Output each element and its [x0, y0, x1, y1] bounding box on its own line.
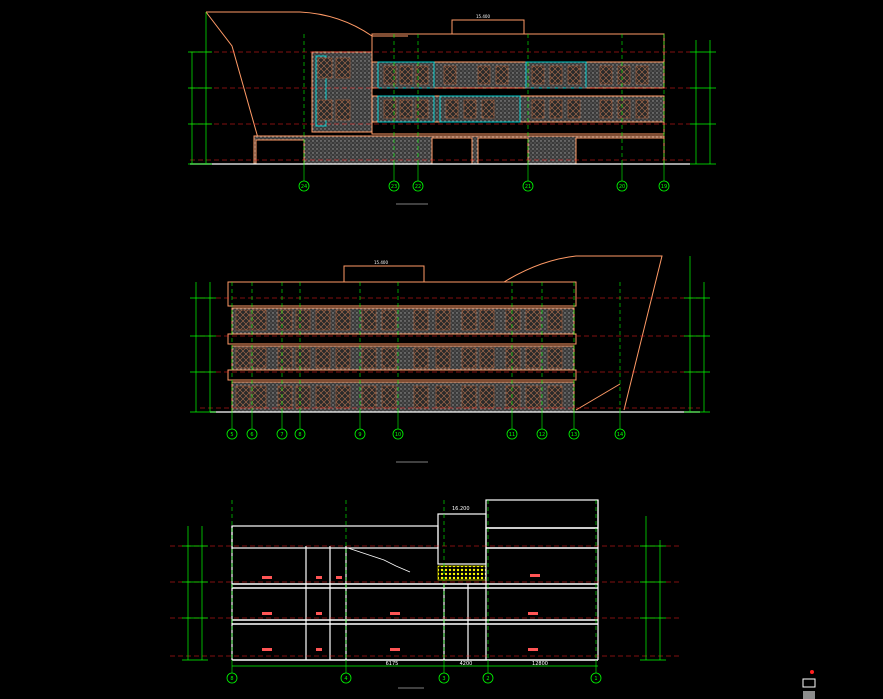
elevation-1-level-lines: [190, 51, 690, 161]
section-axis-label: 8: [230, 676, 233, 682]
section-axis-lines: [231, 500, 597, 660]
section-dim-2: 4200: [460, 661, 473, 667]
elevation-2-dimension-chains: [190, 256, 710, 413]
section-axis-label: 3: [442, 676, 445, 682]
elevation-2-slab-edges: [227, 333, 577, 381]
section-dim-1: 6175: [386, 661, 399, 667]
elevation-1-dimension-chains: [188, 12, 716, 165]
elevation-1-parapet: [451, 19, 525, 35]
section-axis-bubble-3: 3: [438, 660, 450, 684]
elevation-2-axis-bubble-13: 13: [568, 412, 580, 440]
elevation-2-axis-label: 7: [280, 432, 283, 438]
section-tower: [485, 499, 599, 529]
elevation-2-axis-label: 11: [509, 432, 515, 438]
elevation-2-axis-label: 8: [298, 432, 301, 438]
elevation-1-axis-bubble-21: 21: [522, 164, 534, 192]
elevation-2-axis-bubble-9: 9: [354, 412, 366, 440]
elevation-1-glazing-d: [525, 61, 587, 89]
section-drawing: 16.200 6175 4200 12800: [170, 499, 680, 689]
section-top-level: 16.200: [452, 506, 470, 512]
elevation-1-roof-level: 15.400: [476, 14, 490, 19]
elevation-2-axis-label: 14: [617, 432, 623, 438]
elevation-1-axis-bubble-24: 24: [298, 164, 310, 192]
elevation-2-axis-bubble-7: 7: [276, 412, 288, 440]
elevation-2-canopy: [575, 383, 621, 411]
elevation-1-axis-label: 19: [661, 184, 667, 190]
section-axis-bubble-1: 1: [590, 660, 602, 684]
elevation-1-glazing-e: [315, 55, 327, 127]
elevation-2: 15.400: [190, 255, 710, 463]
elevation-2-axis-bubble-10: 10: [392, 412, 404, 440]
section-axis-label: 2: [486, 676, 489, 682]
elevation-2-axis-bubble-14: 14: [614, 412, 626, 440]
elevation-2-roof-sweep: [503, 255, 663, 411]
section-level-lines: [170, 545, 680, 657]
section-axis-label: 1: [594, 676, 597, 682]
elevation-2-parapet: [343, 265, 425, 283]
elevation-2-axis-label: 12: [539, 432, 545, 438]
elevation-1-axis-bubble-22: 22: [412, 164, 424, 192]
elevation-2-level-lines: [200, 297, 700, 409]
section-stair-core: [437, 513, 487, 565]
elevation-1-axis-lines: [303, 34, 665, 164]
elevation-1-main-body: [371, 33, 665, 63]
elevation-1: 15.400: [188, 11, 716, 205]
elevation-2-axis-label: 5: [230, 432, 233, 438]
section-axis-bubble-4: 4: [340, 660, 352, 684]
elevation-1-axis-bubble-19: 19: [658, 164, 670, 192]
section-dimension-chains: [182, 516, 666, 667]
elevation-1-axis-label: 23: [391, 184, 397, 190]
section-axis-bubble-8: 8: [226, 660, 238, 684]
elevation-2-axis-bubble-8: 8: [294, 412, 306, 440]
elevation-1-axis-bubble-20: 20: [616, 164, 628, 192]
section-dim-3: 12800: [532, 661, 548, 667]
elevation-2-axis-label: 9: [358, 432, 361, 438]
elevation-1-axis-label: 21: [525, 184, 531, 190]
elevation-2-axis-bubble-12: 12: [536, 412, 548, 440]
elevation-1-axis-label: 20: [619, 184, 625, 190]
section-grille: [437, 565, 487, 581]
legend-marker-icon: [810, 670, 814, 674]
elevation-1-glazing-b: [377, 95, 435, 123]
elevation-2-top-band: [227, 281, 577, 307]
section-stair-flight: [347, 547, 411, 573]
elevation-1-axis-label: 22: [415, 184, 421, 190]
elevation-1-windows: [317, 57, 649, 121]
elevation-1-canopy-wall: [205, 11, 259, 139]
legend: [802, 670, 816, 699]
elevation-2-windows: [235, 309, 563, 409]
section-axis-label: 4: [344, 676, 347, 682]
section-room-labels: [262, 574, 540, 651]
elevation-1-axis-label: 24: [301, 184, 307, 190]
section-axis-bubble-2: 2: [482, 660, 494, 684]
elevation-2-axis-label: 13: [571, 432, 577, 438]
elevation-2-axis-label: 6: [250, 432, 253, 438]
legend-swatch-hatch: [803, 691, 815, 699]
elevation-2-roof-level: 15.400: [374, 260, 388, 265]
elevation-2-axis-bubble-5: 5: [226, 412, 238, 440]
elevation-2-axis-lines: [231, 282, 621, 412]
elevation-2-axis-bubble-6: 6: [246, 412, 258, 440]
elevation-2-axis-label: 10: [395, 432, 401, 438]
legend-swatch-outline: [802, 678, 816, 688]
elevation-1-axis-bubble-23: 23: [388, 164, 400, 192]
elevation-1-glazing-c: [439, 95, 521, 123]
section-roof-slab: [231, 525, 439, 549]
elevation-1-roof-sweep: [206, 11, 408, 37]
section-walls: [231, 500, 599, 660]
elevation-2-axis-bubble-11: 11: [506, 412, 518, 440]
section-floor-slabs: [232, 527, 598, 661]
